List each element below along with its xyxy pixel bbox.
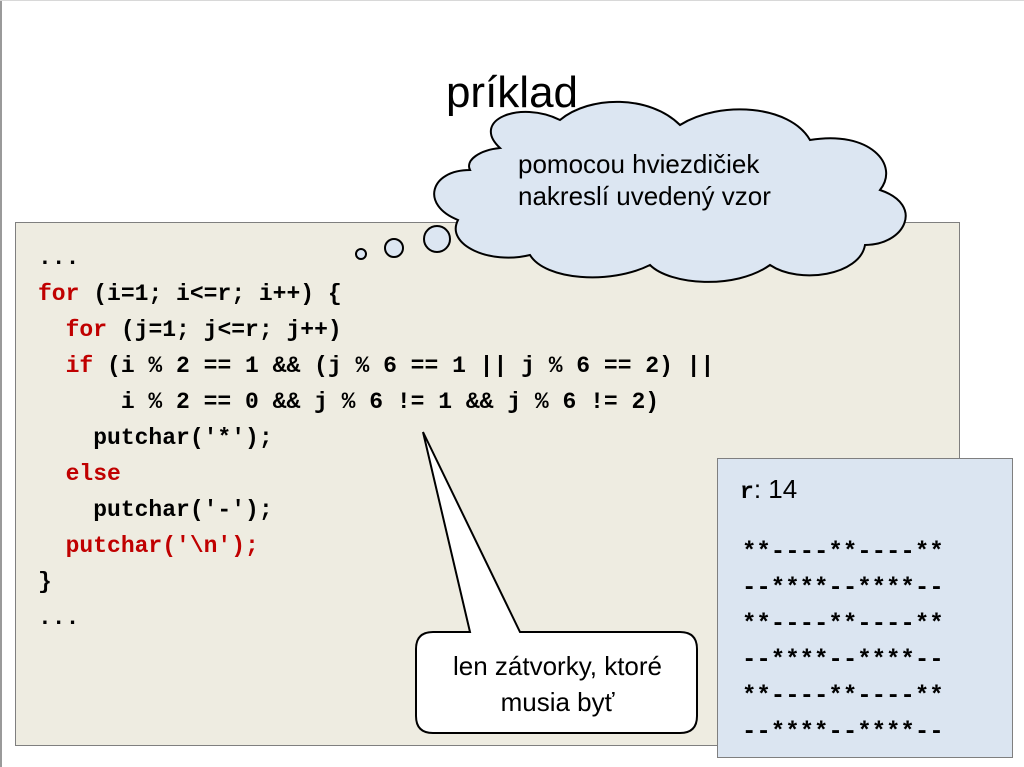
- pattern-line: --****--****--: [742, 719, 944, 746]
- cloud-text: pomocou hviezdičiek nakreslí uvedený vzo…: [518, 149, 771, 211]
- r-separator: :: [753, 474, 762, 504]
- code-line: for (j=1; j<=r; j++): [38, 312, 714, 348]
- code-line: ...: [38, 240, 714, 276]
- code-keyword: for: [38, 281, 80, 307]
- code-line: if (i % 2 == 1 && (j % 6 == 1 || j % 6 =…: [38, 348, 715, 384]
- r-variable: r: [740, 479, 754, 505]
- slide-left-border: [0, 0, 2, 767]
- code-block: ... for (i=1; i<=r; i++) { for (j=1; j<=r…: [38, 240, 714, 636]
- code-text: (i=1; i<=r; i++) {: [79, 281, 342, 307]
- code-line: for (i=1; i<=r; i++) {: [38, 276, 714, 312]
- code-text: putchar('-');: [38, 497, 273, 523]
- code-text: (i % 2 == 1 && (j % 6 == 1 || j % 6 == 2…: [93, 353, 715, 379]
- pattern-line: **----**----**: [742, 683, 944, 710]
- code-text: (j=1; j<=r; j++): [107, 317, 342, 343]
- code-line: i % 2 == 0 && j % 6 != 1 && j % 6 != 2): [38, 384, 714, 420]
- pattern-line: --****--****--: [742, 647, 944, 674]
- thought-bubble-medium: [384, 238, 404, 258]
- r-value-label: r: 14: [740, 474, 797, 505]
- code-line: ...: [38, 600, 714, 636]
- code-line: putchar('\n');: [38, 528, 714, 564]
- pattern-line: --****--****--: [742, 575, 944, 602]
- pattern-line: **----**----**: [742, 611, 944, 638]
- code-text: }: [38, 569, 52, 595]
- code-keyword: putchar('\n');: [65, 533, 259, 559]
- thought-cloud: [355, 100, 907, 283]
- code-keyword: if: [65, 353, 94, 379]
- code-line: else: [38, 456, 714, 492]
- code-text: i % 2 == 0 && j % 6 != 1 && j % 6 != 2): [38, 389, 660, 415]
- code-keyword: for: [65, 317, 108, 343]
- thought-bubble-small: [355, 248, 367, 260]
- slide-title: príklad: [445, 68, 579, 117]
- code-line: }: [38, 564, 714, 600]
- output-panel: [717, 458, 1013, 758]
- code-keyword: else: [65, 461, 121, 487]
- r-value: 14: [768, 474, 798, 504]
- slide-top-border: [0, 0, 1024, 1]
- code-line: putchar('*');: [38, 420, 714, 456]
- code-text: putchar('*');: [38, 425, 273, 451]
- code-line: putchar('-');: [38, 492, 714, 528]
- pattern-line: **----**----**: [742, 539, 944, 566]
- cloud-shape: [433, 100, 907, 283]
- speech-callout: [415, 431, 698, 734]
- callout-text: len zátvorky, ktoré musia byť: [452, 651, 663, 717]
- thought-bubble-large: [423, 225, 451, 253]
- output-pattern: **----**----** --****--****-- **----**----…: [742, 535, 944, 751]
- code-text: ...: [38, 605, 80, 631]
- code-text: ...: [38, 245, 80, 271]
